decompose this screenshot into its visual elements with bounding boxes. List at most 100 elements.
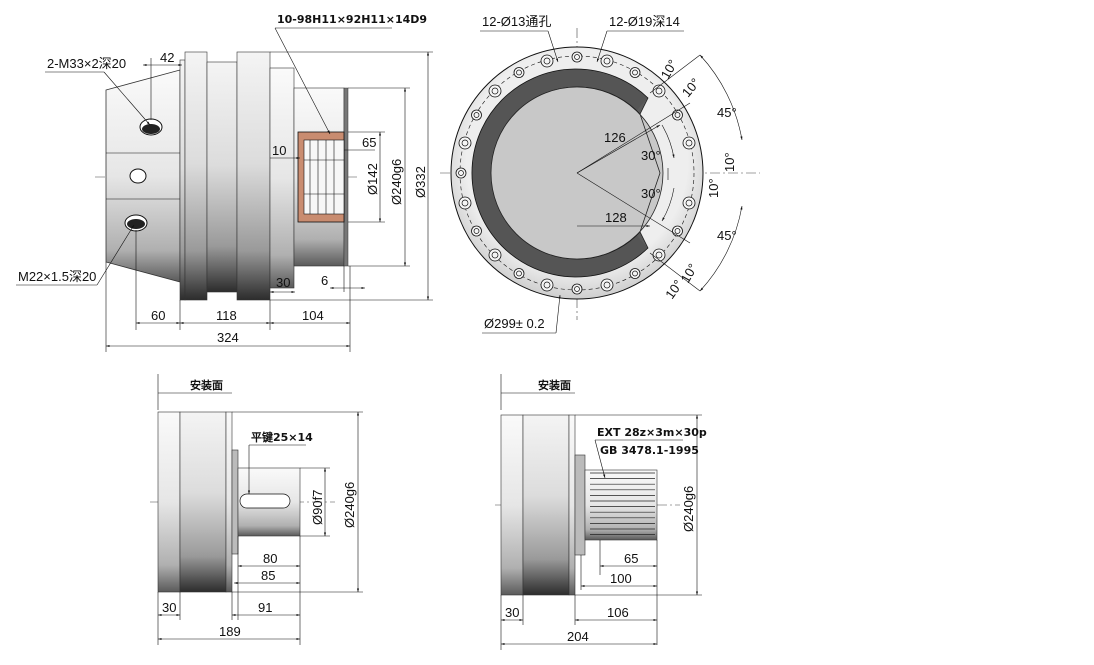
dim-80: 80 bbox=[263, 551, 277, 566]
dim-30-key: 30 bbox=[162, 600, 176, 615]
bolt-hole bbox=[455, 167, 467, 179]
dim-118: 118 bbox=[216, 308, 237, 323]
spline-ext-callout: EXT 28z×3m×30p bbox=[597, 426, 707, 439]
bolt-hole-bore bbox=[685, 139, 693, 147]
bolt-hole-bore bbox=[458, 170, 464, 176]
bolt-hole-bore bbox=[473, 112, 480, 118]
bolt-hole-bore bbox=[603, 57, 611, 65]
dim-204: 204 bbox=[567, 629, 589, 644]
bolt-hole bbox=[652, 84, 666, 98]
bolt-hole bbox=[471, 225, 482, 237]
bolt-hole-bore bbox=[674, 228, 681, 234]
dim-30: 30 bbox=[276, 275, 290, 290]
housing-body-2 bbox=[500, 414, 524, 596]
dim-324: 324 bbox=[217, 330, 239, 345]
dim-dia142: Ø142 bbox=[365, 163, 380, 195]
bolt-hole bbox=[458, 136, 472, 150]
dim-dia90: Ø90f7 bbox=[310, 490, 325, 525]
bolt-hole-bore bbox=[685, 199, 693, 207]
spline-shaft-view: 安装面 EXT 28z×3m×30p GB 3478.1-1995 Ø240g6… bbox=[495, 374, 707, 650]
angle-10-2: 10° bbox=[679, 75, 703, 100]
holes-through-label: 12-Ø13通孔 bbox=[482, 14, 551, 29]
dim-60: 60 bbox=[151, 308, 165, 323]
bolt-hole bbox=[488, 84, 502, 98]
port-middle bbox=[129, 168, 147, 184]
angle-10-4: 10° bbox=[706, 178, 721, 198]
dim-dia240-spline: Ø240g6 bbox=[681, 486, 696, 532]
dim-189: 189 bbox=[219, 624, 241, 639]
front-view: 126 128 30° 30° 45° 45° 10° 10° 10° 10° … bbox=[440, 14, 760, 334]
bolt-hole bbox=[672, 225, 683, 237]
dim-dia240-key: Ø240g6 bbox=[342, 482, 357, 528]
dim-65-spline: 65 bbox=[624, 551, 638, 566]
dim-85: 85 bbox=[261, 568, 275, 583]
shaft-key bbox=[239, 493, 291, 509]
bolt-hole-bore bbox=[655, 251, 663, 259]
bolt-hole-bore bbox=[473, 228, 480, 234]
flange-2 bbox=[184, 51, 208, 301]
dim-dia240: Ø240g6 bbox=[389, 159, 404, 205]
spline-spec-label: 10-98H11×92H11×14D9 bbox=[277, 13, 427, 26]
angle-45-top: 45° bbox=[717, 105, 737, 120]
key-shaft-view: 安装面 平键25×14 Ø90f7 Ø240g6 80 85 30 91 189 bbox=[150, 374, 363, 645]
dim-104: 104 bbox=[302, 308, 324, 323]
dim-65: 65 bbox=[362, 135, 376, 150]
angle-30-bottom: 30° bbox=[641, 186, 661, 201]
bolt-hole bbox=[571, 283, 583, 295]
angle-45-bottom: 45° bbox=[717, 228, 737, 243]
bolt-hole-bore bbox=[655, 87, 663, 95]
bolt-hole bbox=[471, 109, 482, 121]
bolt-hole bbox=[629, 268, 641, 279]
dim-6: 6 bbox=[321, 273, 328, 288]
side-view: 10-98H11×92H11×14D9 2-M33×2深20 M22×1.5深2… bbox=[16, 13, 433, 352]
angle-10-1: 10° bbox=[658, 57, 681, 82]
bolt-hole bbox=[682, 196, 696, 210]
bolt-hole bbox=[682, 136, 696, 150]
holes-counterbore-label: 12-Ø19深14 bbox=[609, 14, 680, 29]
bolt-hole-bore bbox=[603, 281, 611, 289]
dim-100: 100 bbox=[610, 571, 632, 586]
flange-1 bbox=[179, 59, 186, 301]
thread-callout-top: 2-M33×2深20 bbox=[47, 56, 126, 71]
bolt-hole-bore bbox=[574, 286, 580, 292]
dim-30-spline: 30 bbox=[505, 605, 519, 620]
angle-30-top: 30° bbox=[641, 148, 661, 163]
spline-teeth bbox=[590, 472, 655, 535]
bolt-hole bbox=[600, 278, 614, 292]
bolt-hole-bore bbox=[516, 270, 522, 277]
bolt-hole bbox=[540, 54, 554, 68]
bolt-hole-bore bbox=[632, 69, 638, 76]
dim-10: 10 bbox=[272, 143, 286, 158]
bolt-hole bbox=[600, 54, 614, 68]
dim-dia332: Ø332 bbox=[413, 166, 428, 198]
housing-mid bbox=[206, 61, 238, 293]
bolt-hole-bore bbox=[543, 281, 551, 289]
dim-r126: 126 bbox=[604, 130, 626, 145]
bolt-hole bbox=[540, 278, 554, 292]
angle-10-3: 10° bbox=[722, 152, 737, 172]
bolt-hole-bore bbox=[516, 69, 522, 76]
bolt-hole-bore bbox=[491, 87, 499, 95]
bolt-hole bbox=[571, 51, 583, 63]
spline-standard: GB 3478.1-1995 bbox=[600, 444, 699, 457]
dim-128: 128 bbox=[605, 210, 627, 225]
flange-3 bbox=[236, 51, 271, 301]
bolt-hole-bore bbox=[574, 54, 580, 60]
bolt-hole-bore bbox=[632, 270, 638, 277]
housing-body bbox=[157, 411, 181, 593]
thread-callout-bottom: M22×1.5深20 bbox=[18, 269, 96, 284]
bolt-hole-bore bbox=[461, 139, 469, 147]
housing-front bbox=[269, 67, 295, 289]
bolt-hole-bore bbox=[674, 112, 681, 118]
bolt-hole-bore bbox=[491, 251, 499, 259]
key-callout: 平键25×14 bbox=[251, 430, 313, 444]
bolt-hole bbox=[672, 109, 683, 121]
bolt-hole bbox=[513, 268, 525, 279]
mount-face-label-1: 安装面 bbox=[190, 378, 223, 392]
bolt-hole-bore bbox=[461, 199, 469, 207]
bolt-hole bbox=[513, 67, 525, 78]
bolt-holes bbox=[455, 51, 696, 295]
bolt-hole bbox=[488, 248, 502, 262]
bolt-hole-bore bbox=[543, 57, 551, 65]
